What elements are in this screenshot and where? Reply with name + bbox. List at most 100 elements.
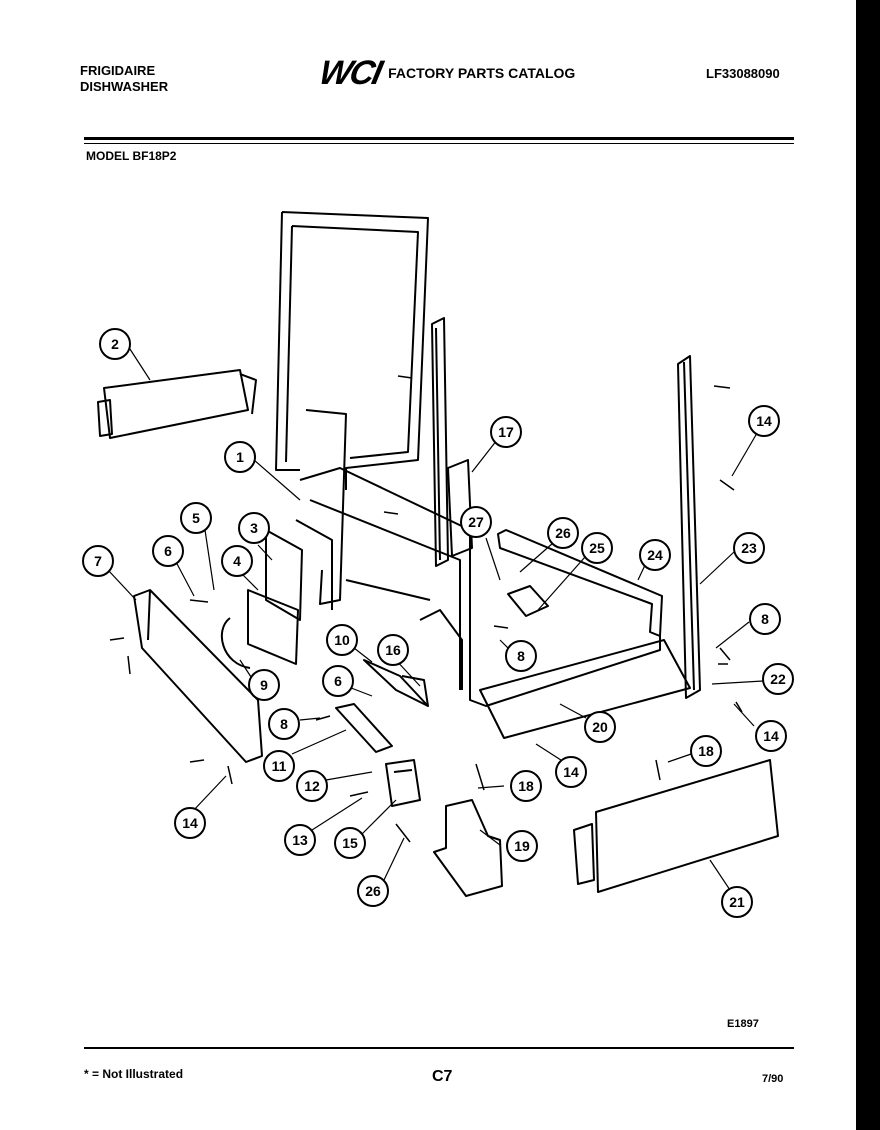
callout-5: 5 bbox=[180, 502, 212, 534]
brand-block: FRIGIDAIRE DISHWASHER bbox=[80, 63, 168, 95]
callout-label: 14 bbox=[763, 728, 779, 744]
part-19-hinge bbox=[433, 799, 503, 897]
callout-label: 9 bbox=[260, 677, 268, 693]
callout-label: 8 bbox=[761, 611, 769, 627]
product-type: DISHWASHER bbox=[80, 79, 169, 94]
callout-label: 14 bbox=[563, 764, 579, 780]
callout-label: 10 bbox=[334, 632, 350, 648]
base-frame-part bbox=[295, 409, 691, 739]
callout-label: 27 bbox=[468, 514, 484, 530]
callout-14: 14 bbox=[748, 405, 780, 437]
callout-8: 8 bbox=[505, 640, 537, 672]
callout-15: 15 bbox=[334, 827, 366, 859]
callout-26: 26 bbox=[357, 875, 389, 907]
callout-2: 2 bbox=[99, 328, 131, 360]
callout-label: 26 bbox=[365, 883, 381, 899]
part-21-toe-panel bbox=[573, 759, 779, 893]
callout-label: 25 bbox=[589, 540, 605, 556]
right-rail-part bbox=[677, 355, 701, 699]
callout-label: 6 bbox=[164, 543, 172, 559]
scan-edge-bar bbox=[856, 0, 880, 1130]
callout-label: 20 bbox=[592, 719, 608, 735]
callout-label: 17 bbox=[498, 424, 514, 440]
callout-label: 1 bbox=[236, 449, 244, 465]
callout-label: 5 bbox=[192, 510, 200, 526]
callout-label: 23 bbox=[741, 540, 757, 556]
callout-label: 12 bbox=[304, 778, 320, 794]
leader-lines bbox=[107, 345, 764, 894]
part-25-clip bbox=[507, 585, 549, 617]
callout-label: 6 bbox=[334, 673, 342, 689]
callout-label: 16 bbox=[385, 642, 401, 658]
brand-name: FRIGIDAIRE bbox=[80, 63, 156, 78]
callout-6: 6 bbox=[322, 665, 354, 697]
callout-1: 1 bbox=[224, 441, 256, 473]
callout-21: 21 bbox=[721, 886, 753, 918]
callout-10: 10 bbox=[326, 624, 358, 656]
callout-8: 8 bbox=[268, 708, 300, 740]
callout-7: 7 bbox=[82, 545, 114, 577]
callout-label: 2 bbox=[111, 336, 119, 352]
callout-18: 18 bbox=[690, 735, 722, 767]
callout-label: 24 bbox=[647, 547, 663, 563]
callout-14: 14 bbox=[755, 720, 787, 752]
part-24-bracket bbox=[497, 529, 663, 637]
callout-8: 8 bbox=[749, 603, 781, 635]
part-17-upright bbox=[447, 459, 473, 557]
callout-12: 12 bbox=[296, 770, 328, 802]
part-11-bracket bbox=[335, 703, 393, 753]
callout-27: 27 bbox=[460, 506, 492, 538]
callout-20: 20 bbox=[584, 711, 616, 743]
revision-date: 7/90 bbox=[762, 1073, 784, 1085]
callout-16: 16 bbox=[377, 634, 409, 666]
callout-label: 19 bbox=[514, 838, 530, 854]
callout-11: 11 bbox=[263, 750, 295, 782]
part-7-rail bbox=[133, 589, 263, 763]
not-illustrated-note: * = Not Illustrated bbox=[84, 1067, 184, 1081]
part-9-wire bbox=[220, 617, 251, 669]
diagram-reference: E1897 bbox=[727, 1018, 759, 1030]
callout-3: 3 bbox=[238, 512, 270, 544]
part-3-4-plates bbox=[247, 529, 303, 665]
center-upright-part bbox=[431, 317, 449, 567]
callout-label: 4 bbox=[233, 553, 241, 569]
callout-6: 6 bbox=[152, 535, 184, 567]
callout-label: 3 bbox=[250, 520, 258, 536]
callout-19: 19 bbox=[506, 830, 538, 862]
callout-label: 14 bbox=[756, 413, 772, 429]
catalog-number: LF33088090 bbox=[706, 66, 780, 81]
callout-22: 22 bbox=[762, 663, 794, 695]
callout-label: 8 bbox=[517, 648, 525, 664]
callout-label: 8 bbox=[280, 716, 288, 732]
callout-18: 18 bbox=[510, 770, 542, 802]
callout-label: 13 bbox=[292, 832, 308, 848]
header-rule-thick bbox=[84, 137, 794, 140]
callout-label: 26 bbox=[555, 525, 571, 541]
catalog-header: WCI FACTORY PARTS CATALOG bbox=[316, 54, 575, 92]
callout-label: 18 bbox=[698, 743, 714, 759]
footer-rule bbox=[84, 1047, 794, 1049]
callout-label: 21 bbox=[729, 894, 745, 910]
callout-23: 23 bbox=[733, 532, 765, 564]
callout-17: 17 bbox=[490, 416, 522, 448]
callout-13: 13 bbox=[284, 824, 316, 856]
callout-label: 15 bbox=[342, 835, 358, 851]
part-15-switch bbox=[385, 759, 421, 807]
part-2-panel bbox=[97, 369, 257, 439]
callout-24: 24 bbox=[639, 539, 671, 571]
callout-9: 9 bbox=[248, 669, 280, 701]
page-number: C7 bbox=[432, 1068, 453, 1085]
callout-14: 14 bbox=[174, 807, 206, 839]
part-10-16-bracket bbox=[363, 659, 429, 707]
callout-25: 25 bbox=[581, 532, 613, 564]
callout-label: 14 bbox=[182, 815, 198, 831]
screw-glyphs bbox=[109, 375, 743, 843]
callout-label: 22 bbox=[770, 671, 786, 687]
callout-label: 18 bbox=[518, 778, 534, 794]
callout-14: 14 bbox=[555, 756, 587, 788]
callout-label: 11 bbox=[272, 758, 287, 774]
header-rule-thin bbox=[84, 143, 794, 144]
model-label: MODEL BF18P2 bbox=[86, 149, 177, 163]
callout-26: 26 bbox=[547, 517, 579, 549]
